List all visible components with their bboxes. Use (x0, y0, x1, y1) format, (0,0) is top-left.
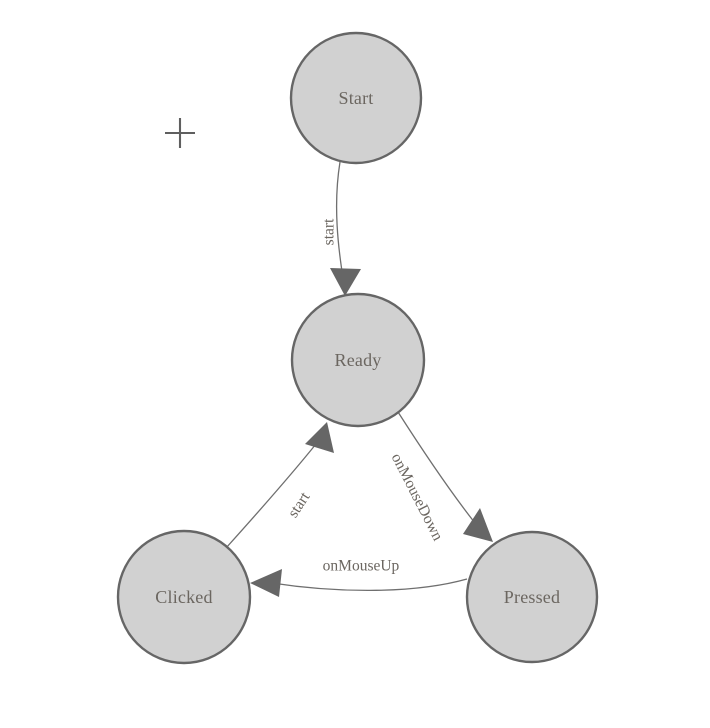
edge-ready-to-pressed[interactable]: onMouseDown (388, 411, 493, 544)
node-clicked[interactable]: Clicked (116, 529, 252, 665)
node-layer: Start Ready Clicked Pressed (116, 31, 599, 665)
node-clicked-label: Clicked (155, 587, 212, 607)
edge-path-pressed-to-clicked (271, 578, 468, 592)
arrowhead-ready-to-pressed (463, 508, 493, 542)
edge-pressed-to-clicked[interactable]: onMouseUp (250, 558, 468, 598)
node-start-circle[interactable] (289, 31, 423, 165)
edge-path-start-to-ready (335, 161, 345, 285)
node-pressed-circle[interactable] (465, 530, 599, 664)
node-ready-label: Ready (335, 350, 382, 370)
node-ready-circle[interactable] (290, 292, 426, 428)
node-clicked-circle[interactable] (116, 529, 252, 665)
node-pressed-label: Pressed (504, 587, 560, 607)
edge-start-to-ready[interactable]: start (321, 161, 362, 296)
edge-label-ready-to-pressed: onMouseDown (388, 451, 447, 544)
arrowhead-clicked-to-ready (305, 422, 334, 453)
arrowhead-start-to-ready (330, 268, 361, 296)
crosshair-icon[interactable] (165, 118, 195, 148)
edge-label-pressed-to-clicked: onMouseUp (323, 558, 400, 575)
node-pressed[interactable]: Pressed (465, 530, 599, 664)
arrowhead-pressed-to-clicked (250, 569, 282, 597)
edge-label-clicked-to-ready: start (285, 489, 314, 521)
edge-path-clicked-to-ready (225, 443, 317, 549)
node-start-label: Start (339, 88, 374, 108)
node-start[interactable]: Start (289, 31, 423, 165)
edge-label-start-to-ready: start (321, 218, 338, 245)
edge-clicked-to-ready[interactable]: start (225, 422, 334, 549)
node-ready[interactable]: Ready (290, 292, 426, 428)
